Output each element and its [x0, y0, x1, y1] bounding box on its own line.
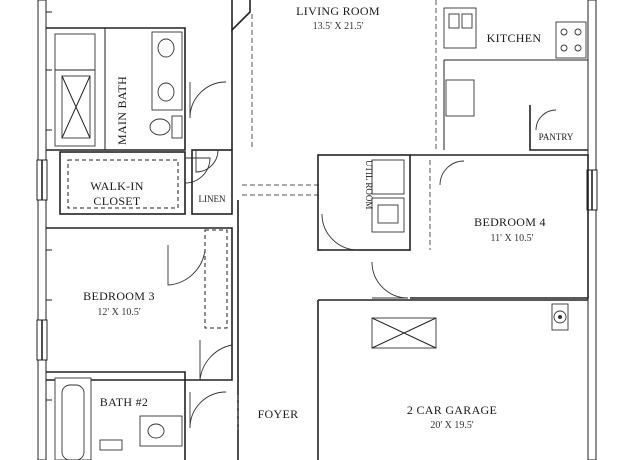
walk-in-closet-label-line1: WALK-IN: [90, 179, 143, 193]
living-room-wall-angle: [231, 0, 251, 32]
foyer-block: FOYER: [237, 200, 319, 460]
exterior-walls: [36, 0, 598, 460]
bath-2-label: BATH #2: [100, 395, 148, 409]
bedroom-3-closet: [204, 229, 228, 329]
sink-icon: [157, 38, 175, 58]
bedroom-3-dims: 12' X 10.5': [97, 307, 141, 318]
washer-drum-icon: [377, 204, 399, 224]
bathtub-inner: [61, 384, 85, 460]
util-room-walls: [317, 154, 411, 251]
toilet-icon: [149, 118, 171, 136]
garage-label: 2 CAR GARAGE: [407, 403, 497, 417]
linen-label: LINEN: [199, 194, 226, 204]
bedroom-3-walls: [46, 227, 233, 381]
sink-icon: [157, 82, 175, 102]
bath-2-block: BATH #2: [46, 371, 227, 460]
walk-in-closet-label-line2: CLOSET: [93, 194, 141, 208]
toilet-tank: [171, 115, 183, 139]
door-main-bath: [189, 81, 227, 119]
sink-basin-right: [461, 13, 473, 29]
walk-in-closet-block: WALK-IN CLOSET: [59, 151, 211, 215]
toilet-tank: [99, 439, 123, 451]
vanity-bath-2: [139, 415, 183, 447]
foyer-label: FOYER: [258, 407, 299, 421]
dryer-icon: [371, 159, 405, 195]
bath-2-walls: [46, 371, 186, 460]
door-pantry: [535, 109, 557, 131]
living-room-dims: 13.5' X 21.5': [313, 21, 364, 32]
garage-dims: 20' X 19.5': [430, 420, 474, 431]
left-exterior-wall: [37, 0, 47, 460]
sink-basin-left: [448, 13, 460, 29]
main-bath-label: MAIN BATH: [115, 76, 129, 145]
bedroom-4-walls: [410, 154, 589, 299]
util-room-label: UTIL ROOM: [364, 160, 374, 209]
door-bedroom-4: [371, 261, 409, 299]
right-exterior-wall: [587, 0, 597, 460]
kitchen-block: KITCHEN PANTRY: [443, 7, 588, 151]
door-closet: [184, 157, 211, 184]
bedroom-4-label: BEDROOM 4: [474, 215, 546, 229]
door-linen: [195, 149, 219, 173]
linen-block: LINEN: [191, 149, 233, 215]
living-room-label: LIVING ROOM: [296, 4, 380, 18]
door-bath-2: [189, 391, 227, 429]
stove-icon: [555, 21, 587, 59]
garage-block: 2 CAR GARAGE 20' X 19.5': [318, 299, 588, 431]
main-bath-block: MAIN BATH: [46, 27, 227, 151]
pantry-label: PANTRY: [539, 132, 574, 142]
linen-walls: [191, 149, 233, 215]
util-room-block: UTIL ROOM: [317, 154, 411, 251]
bedroom-3-block: BEDROOM 3 12' X 10.5': [46, 227, 233, 381]
sink-icon: [147, 423, 165, 439]
door-bedroom-3-closet: [167, 245, 206, 286]
living-room-block: LIVING ROOM 13.5' X 21.5': [231, 0, 437, 196]
bedroom-3-label: BEDROOM 3: [83, 289, 155, 303]
kitchen-label: KITCHEN: [487, 31, 542, 45]
door-bedroom-3: [199, 340, 233, 381]
door-util-room: [321, 213, 359, 251]
kitchen-island: [445, 79, 475, 117]
pantry-walls: [529, 105, 588, 151]
bedroom-4-dims: 11' X 10.5': [491, 233, 534, 244]
main-bath-walls: [46, 27, 186, 151]
bedroom-4-block: BEDROOM 4 11' X 10.5': [371, 154, 589, 299]
door-bedroom-4-closet: [439, 160, 465, 186]
